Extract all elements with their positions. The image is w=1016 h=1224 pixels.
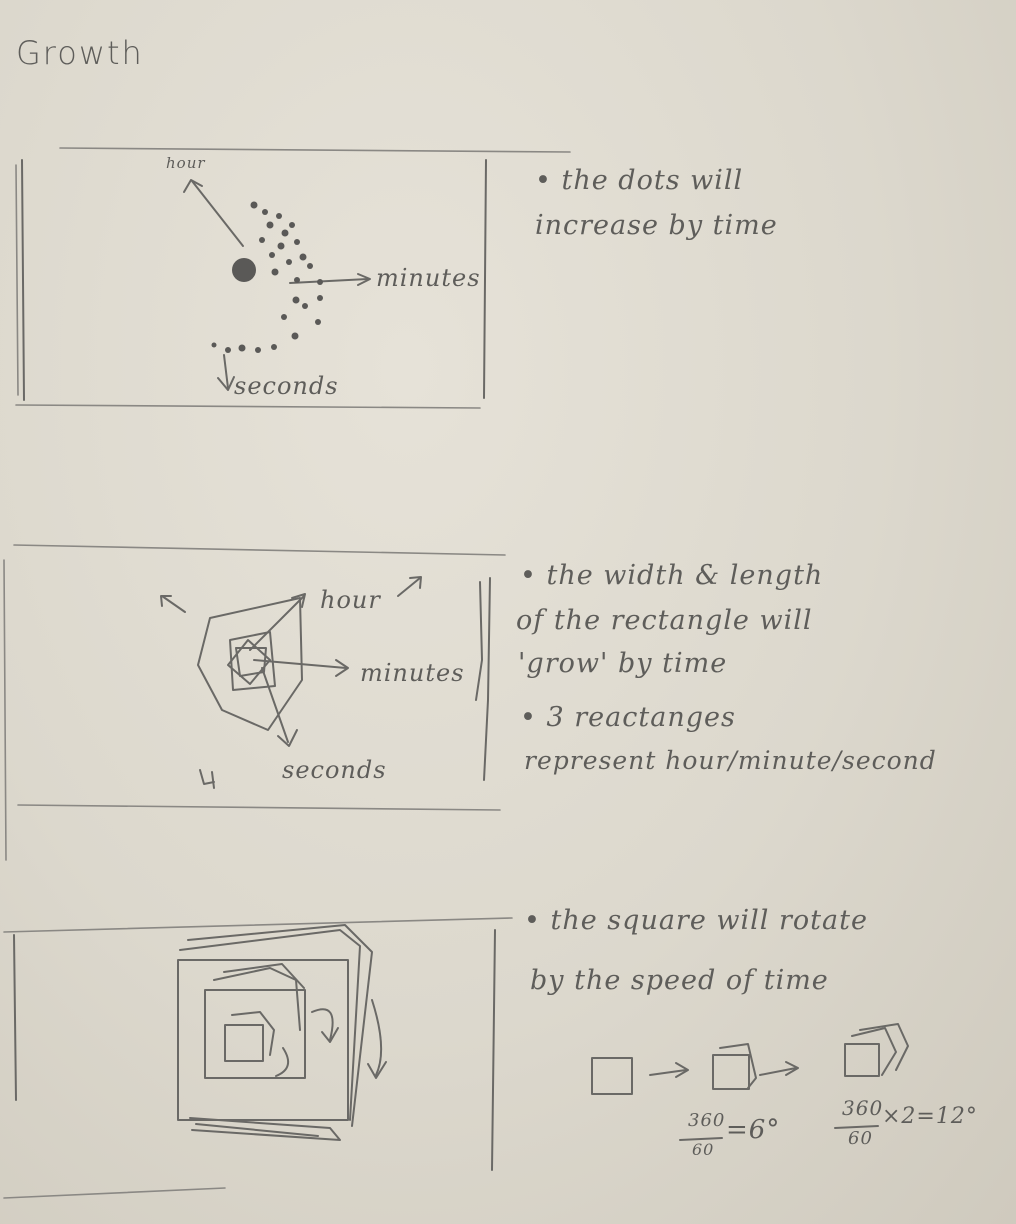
panel-1-note-line-1: • the dots will (535, 165, 744, 196)
panel-2-note-line-2: of the rectangle will (516, 605, 813, 636)
hour-label: hour (166, 154, 206, 172)
panel-2-note-line-1: • the width & length (520, 560, 824, 591)
panel-2-note-line-4: • 3 reactanges (520, 702, 736, 733)
formula-2-numerator: 360 (842, 1096, 884, 1120)
formula-1-numerator: 360 (688, 1110, 726, 1131)
formula-2-result: ×2=12° (882, 1104, 978, 1129)
panel-2-note-line-3: 'grow' by time (518, 648, 728, 679)
seconds-label: seconds (234, 372, 339, 400)
page-title: Growth (16, 34, 144, 72)
panel-2-note-line-5: represent hour/minute/second (524, 746, 937, 775)
panel-1-note-line-2: increase by time (535, 210, 778, 241)
hour-label-2: hour (320, 586, 381, 614)
seconds-label-2: seconds (282, 756, 387, 784)
formula-2-denominator: 60 (848, 1128, 873, 1149)
formula-1-result: =6° (726, 1115, 781, 1145)
minutes-label: minutes (376, 264, 481, 292)
formula-1-denominator: 60 (692, 1140, 715, 1159)
panel-3-note-line-1: • the square will rotate (524, 905, 868, 936)
panel-3-note-line-2: by the speed of time (530, 965, 829, 996)
minutes-label-2: minutes (360, 659, 465, 687)
